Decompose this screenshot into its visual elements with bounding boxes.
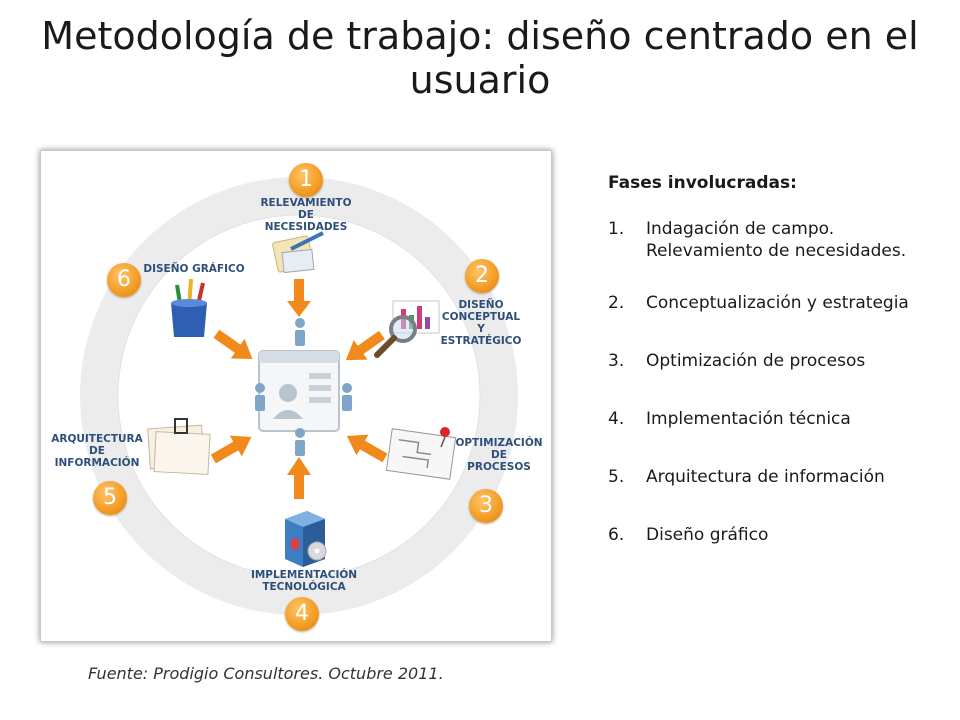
list-item: 4. Implementación técnica (608, 408, 928, 430)
phase-label: ARQUITECTURA DE INFORMACIÓN (51, 433, 143, 469)
diagram-graphic (80, 177, 518, 615)
list-item: 6. Diseño gráfico (608, 524, 928, 546)
phases-heading: Fases involucradas: (608, 173, 797, 193)
user-bottom-icon (295, 428, 305, 456)
list-item-number: 2. (608, 293, 625, 313)
phase-label: OPTIMIZACIÓN DE PROCESOS (455, 437, 543, 473)
phases-list: 1. Indagación de campo. Relevamiento de n… (608, 218, 928, 546)
cycle-ring-inner-edge (117, 214, 481, 578)
browser-window-icon (258, 350, 340, 432)
page-title: Metodología de trabajo: diseño centrado … (41, 14, 919, 102)
user-right-icon (342, 383, 352, 411)
list-item: 1. Indagación de campo. Relevamiento de n… (608, 218, 928, 262)
user-top-icon (295, 318, 305, 346)
list-item-number: 1. (608, 219, 625, 239)
list-item-number: 4. (608, 409, 625, 429)
list-item-text: Conceptualización y estrategia (646, 293, 909, 313)
list-item-text: Indagación de campo. Relevamiento de nec… (646, 219, 907, 261)
software-box-icon (285, 511, 327, 567)
phase-label: DISEÑO CONCEPTUAL Y ESTRATÉGICO (440, 299, 522, 347)
phase-label: DISEÑO GRÁFICO (143, 263, 245, 275)
phase-number-badge: 2 (465, 259, 499, 293)
arrows (210, 279, 388, 499)
process-blueprint-icon (385, 427, 457, 480)
phase-label: IMPLEMENTACIÓN TECNOLÓGICA (250, 569, 358, 593)
clipped-sheets-icon (147, 418, 211, 475)
arrow-phase-1 (287, 279, 311, 317)
list-item: 2. Conceptualización y estrategia (608, 292, 928, 314)
magnifier-chart-icon (374, 300, 440, 358)
cycle-ring (80, 177, 518, 615)
arrow-phase-6 (213, 329, 253, 360)
list-item-text: Diseño gráfico (646, 525, 769, 545)
list-item-text: Implementación técnica (646, 409, 851, 429)
list-item: 3. Optimización de procesos (608, 350, 928, 372)
arrow-phase-3 (346, 434, 388, 463)
list-item-text: Optimización de procesos (646, 351, 866, 371)
phase-number-badge: 3 (469, 489, 503, 523)
source-caption: Fuente: Prodigio Consultores. Octubre 20… (88, 664, 444, 683)
list-item-number: 6. (608, 525, 625, 545)
clipboard-pencil-icon (272, 231, 324, 274)
arrow-phase-4 (287, 457, 311, 499)
pencil-cup-icon (171, 278, 207, 337)
phases-panel: Fases involucradas: 1. Indagación de camp… (608, 172, 928, 582)
list-item-text: Arquitectura de información (646, 467, 885, 487)
user-left-icon (255, 383, 265, 411)
methodology-diagram: 1 2 3 4 5 6 RELEVAMIENTO DE NECESIDADES … (40, 150, 552, 642)
phase-label: RELEVAMIENTO DE NECESIDADES (260, 197, 352, 233)
phase-number-badge: 1 (289, 163, 323, 197)
list-item-number: 3. (608, 351, 625, 371)
arrow-phase-5 (210, 435, 252, 464)
phase-number-badge: 5 (93, 481, 127, 515)
phase-number-badge: 6 (107, 263, 141, 297)
arrow-phase-2 (345, 330, 385, 361)
list-item: 5. Arquitectura de información (608, 466, 928, 488)
list-item-number: 5. (608, 467, 625, 487)
phase-number-badge: 4 (285, 597, 319, 631)
